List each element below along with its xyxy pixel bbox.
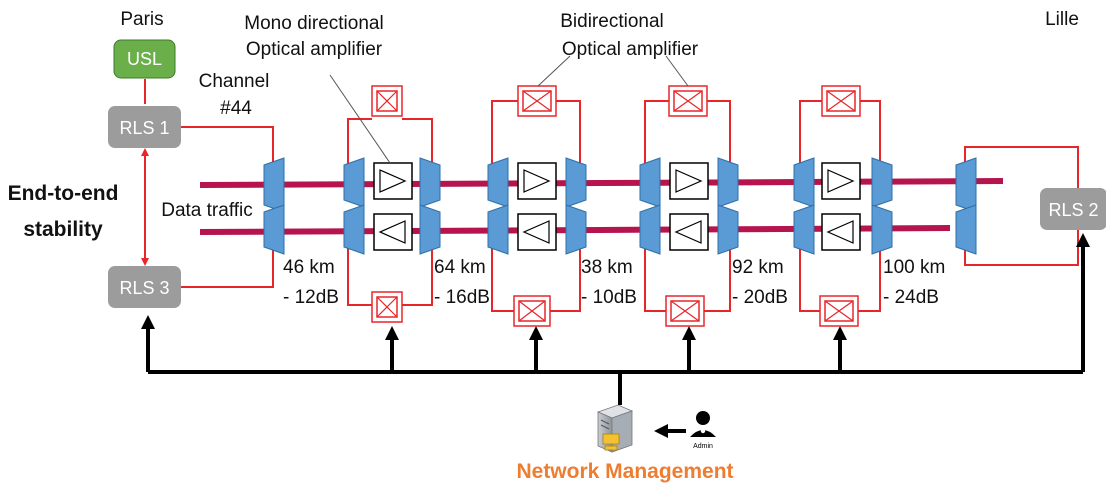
channel-label-line2: #44 <box>220 98 252 119</box>
end-to-end-label-line1: End-to-end <box>8 182 119 205</box>
rls3-label: RLS 3 <box>119 278 169 298</box>
usl-node: USL <box>113 39 176 79</box>
span-1-db: - 12dB <box>283 287 339 308</box>
rls2-label: RLS 2 <box>1048 200 1098 220</box>
management-bus <box>141 233 1090 405</box>
usl-label: USL <box>127 49 162 69</box>
span-4-km: 92 km <box>732 257 784 278</box>
span-3-db: - 10dB <box>581 287 637 308</box>
lille-label: Lille <box>1045 9 1079 30</box>
end-to-end-label-line2: stability <box>23 218 103 241</box>
fiber-top <box>199 178 1004 188</box>
admin-label: Admin <box>693 443 713 450</box>
rls3-node: RLS 3 <box>108 266 181 308</box>
admin-user-icon: Admin <box>690 411 716 450</box>
rls2-node: RLS 2 <box>1040 188 1106 230</box>
rls1-label: RLS 1 <box>119 118 169 138</box>
mono-amplifiers <box>373 162 861 251</box>
network-management-label: Network Management <box>516 460 733 483</box>
channel-label-line1: Channel <box>199 71 270 92</box>
server-icon <box>596 404 634 453</box>
mono-label-line1: Mono directional <box>244 13 383 34</box>
bidir-label-line2: Optical amplifier <box>562 39 699 60</box>
paris-label: Paris <box>120 9 163 30</box>
amplifier-triangles <box>378 169 855 244</box>
mux-demux-filters <box>263 157 977 255</box>
bidir-label-line1: Bidirectional <box>560 11 664 32</box>
callout-lines <box>329 55 689 164</box>
rls1-node: RLS 1 <box>108 106 181 148</box>
span-3-km: 38 km <box>581 257 633 278</box>
bidirectional-amplifiers <box>371 85 861 327</box>
span-5-km: 100 km <box>883 257 945 278</box>
mono-label-line2: Optical amplifier <box>246 39 383 60</box>
span-4-db: - 20dB <box>732 287 788 308</box>
span-5-db: - 24dB <box>883 287 939 308</box>
data-traffic-label: Data traffic <box>161 200 253 221</box>
span-2-km: 64 km <box>434 257 486 278</box>
span-2-db: - 16dB <box>434 287 490 308</box>
span-1-km: 46 km <box>283 257 335 278</box>
span-labels: 46 km - 12dB 64 km - 16dB 38 km - 10dB 9… <box>283 257 945 308</box>
